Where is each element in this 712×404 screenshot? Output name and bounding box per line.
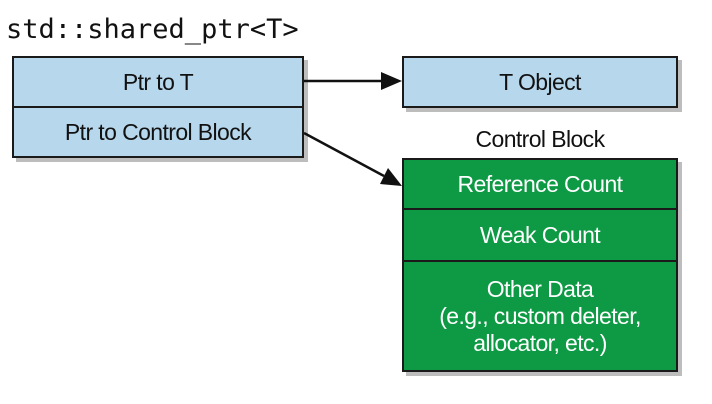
ptr-to-t-cell: Ptr to T [14,58,302,108]
control-block-box: Reference Count Weak Count Other Data (e… [402,158,678,372]
diagram-title: std::shared_ptr<T> [6,14,299,45]
arrow-to-t-object-head [381,72,402,90]
other-data-line-3: allocator, etc.) [473,329,607,356]
other-data-line-1: Other Data [486,275,594,302]
other-data-cell: Other Data (e.g., custom deleter, alloca… [404,262,676,370]
arrow-to-control-block-head [380,168,402,186]
t-object-box: T Object [402,56,678,108]
arrow-to-control-block [303,131,385,178]
control-block-label: Control Block [475,126,606,152]
weak-count-cell: Weak Count [404,210,676,262]
other-data-line-2: (e.g., custom deleter, [439,302,641,329]
shared-ptr-box: Ptr to T Ptr to Control Block [12,56,304,158]
ptr-to-control-block-cell: Ptr to Control Block [64,118,252,145]
reference-count-cell: Reference Count [404,160,676,210]
